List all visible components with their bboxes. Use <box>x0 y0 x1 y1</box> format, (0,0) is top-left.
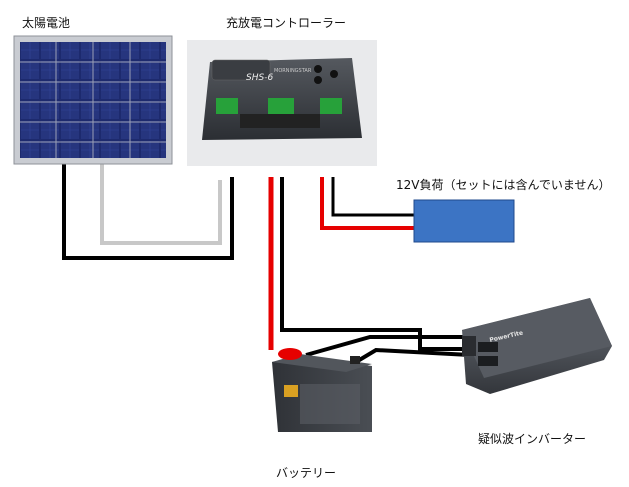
solar-panel <box>13 35 173 165</box>
battery <box>272 348 372 432</box>
battery-label: バッテリー <box>276 466 337 480</box>
solar-panel-label: 太陽電池 <box>22 16 71 30</box>
inverter-label: 疑似波インバーター <box>478 432 587 446</box>
panel-wire-gray <box>100 163 222 245</box>
controller-model-text: SHS-6 <box>246 73 273 83</box>
inverter-wire-2 <box>354 347 471 364</box>
charge-controller: SHS-6 MORNINGSTAR <box>187 40 377 166</box>
inverter-wire-1 <box>305 335 470 357</box>
controller-brand-text: MORNINGSTAR <box>274 68 312 74</box>
load-wire-black <box>331 177 414 217</box>
panel-wire-black <box>62 163 234 260</box>
load-box <box>413 199 515 243</box>
battery-wire-black <box>280 177 470 351</box>
load-label: 12V負荷（セットには含んでいません） <box>396 178 611 192</box>
charge-controller-label: 充放電コントローラー <box>226 16 347 30</box>
load-wire-red <box>320 177 414 230</box>
inverter: PowerTite <box>462 298 612 394</box>
